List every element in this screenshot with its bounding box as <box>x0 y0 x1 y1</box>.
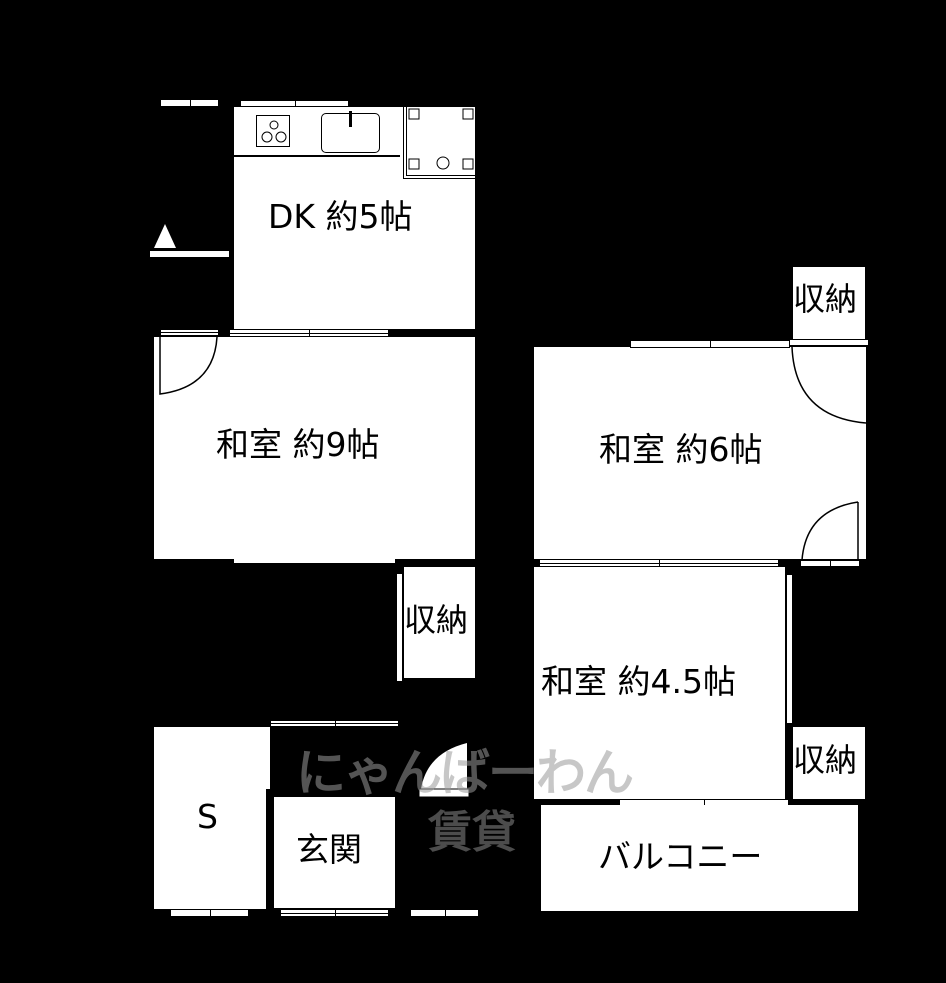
room-washitsu-6 <box>534 347 866 559</box>
room-label-genkan: 玄関 <box>296 830 362 869</box>
room-s-ext <box>266 727 270 789</box>
room-washitsu-9-ext <box>234 556 395 563</box>
sliding-door <box>786 574 793 724</box>
window <box>410 909 479 917</box>
room-label-dk: DK 約5帖 <box>268 197 413 236</box>
entry-door-swing-icon <box>418 741 471 803</box>
room-balcony <box>541 805 858 911</box>
wall-segment <box>150 251 229 257</box>
window <box>240 100 349 107</box>
room-label-balcony: バルコニー <box>598 837 763 876</box>
door-swing-icon <box>800 500 862 566</box>
room-label-washitsu-6: 和室 約6帖 <box>599 430 763 469</box>
sliding-door <box>270 720 399 727</box>
storage-door <box>789 339 869 346</box>
door-threshold <box>800 560 860 567</box>
room-storage-1 <box>793 267 865 339</box>
window <box>160 99 219 107</box>
room-washitsu-9 <box>154 337 475 559</box>
window <box>630 340 790 348</box>
window <box>160 329 219 336</box>
room-label-washitsu-4-5: 和室 約4.5帖 <box>541 662 736 701</box>
watermark-line1: にゃんばーわん <box>296 744 634 802</box>
watermark-line2: 賃貸 <box>428 807 516 858</box>
sliding-door <box>229 329 389 337</box>
sliding-door <box>539 559 779 567</box>
room-label-storage-3: 収納 <box>793 741 858 779</box>
room-s <box>154 727 266 909</box>
room-genkan <box>274 797 395 908</box>
room-storage-2 <box>404 567 475 678</box>
room-label-s: S <box>197 797 218 836</box>
storage-door <box>396 573 403 682</box>
room-label-washitsu-9: 和室 約9帖 <box>216 425 380 464</box>
room-storage-3 <box>793 727 865 799</box>
north-arrow-icon <box>152 222 178 254</box>
window <box>170 909 249 917</box>
washer-space-icon <box>403 107 475 179</box>
room-label-storage-2: 収納 <box>404 601 469 639</box>
room-label-storage-1: 収納 <box>793 280 858 318</box>
door-swing-icon <box>790 346 868 431</box>
stove-icon <box>256 115 290 147</box>
room-washitsu-4-5 <box>534 567 785 799</box>
sink-icon <box>321 111 380 153</box>
window <box>280 909 389 917</box>
door-swing-icon <box>159 336 221 401</box>
